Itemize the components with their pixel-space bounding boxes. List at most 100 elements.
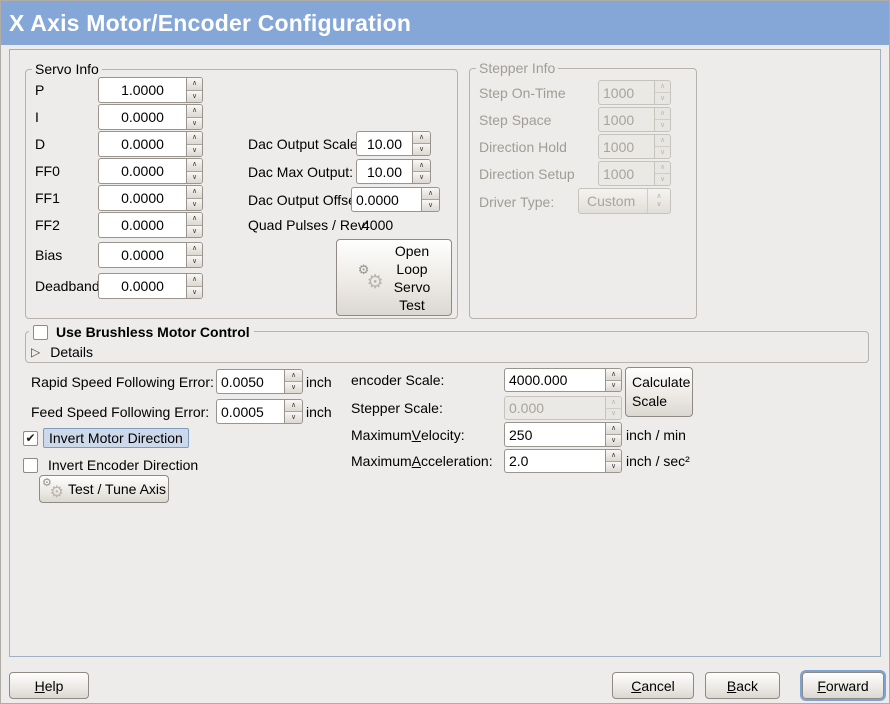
spin-down-icon[interactable]: ∨ [187, 144, 202, 156]
rapid-following-error-spin: ∧ ∨ [284, 369, 303, 394]
servo-spin-i: ∧ ∨ [186, 104, 203, 130]
invert-encoder-checkbox[interactable] [23, 457, 38, 473]
spin-up-icon[interactable]: ∧ [285, 370, 302, 382]
invert-encoder-direction-row[interactable]: Invert Encoder Direction [23, 456, 198, 474]
spin-up-icon[interactable]: ∧ [187, 132, 202, 145]
step-space-input [598, 107, 654, 132]
encoder-scale-spin: ∧ ∨ [605, 368, 622, 392]
spin-down-icon[interactable]: ∨ [285, 382, 302, 393]
max-velocity-input[interactable] [504, 422, 605, 447]
spin-up-icon[interactable]: ∧ [187, 213, 202, 226]
spin-down-icon[interactable]: ∨ [187, 90, 202, 102]
spin-up-icon[interactable]: ∧ [285, 400, 302, 412]
servo-input-d[interactable] [98, 131, 186, 157]
details-expander[interactable]: ▷ Details [31, 343, 93, 361]
driver-type-value: Custom [587, 193, 636, 209]
open-loop-servo-test-button[interactable]: ⚙ ⚙ Open Loop Servo Test [336, 239, 452, 316]
brushless-checkbox[interactable] [33, 324, 48, 340]
servo-input-ff2[interactable] [98, 212, 186, 238]
servo-input-p[interactable] [98, 77, 186, 103]
spin-up-icon[interactable]: ∧ [422, 188, 439, 200]
spin-down-icon[interactable]: ∨ [606, 461, 621, 472]
max-velocity-unit: inch / min [626, 426, 686, 443]
spin-up-icon[interactable]: ∧ [606, 369, 621, 381]
spin-down-icon: ∨ [655, 120, 670, 131]
servo-input-ff0[interactable] [98, 158, 186, 184]
step-space-spin: ∧ ∨ [654, 107, 671, 132]
rapid-following-error-unit: inch [306, 373, 332, 390]
expander-arrow-icon[interactable]: ▷ [31, 345, 41, 359]
brushless-checkbox-row[interactable]: Use Brushless Motor Control [29, 323, 254, 341]
cancel-button[interactable]: Cancel [612, 672, 694, 699]
spin-down-icon[interactable]: ∨ [187, 171, 202, 183]
spin-down-icon: ∨ [655, 174, 670, 185]
max-velocity-spin: ∧ ∨ [605, 422, 622, 447]
servo-input-i[interactable] [98, 104, 186, 130]
feed-following-error-input[interactable] [216, 399, 284, 424]
dac-max-output-label: Dac Max Output: [248, 163, 354, 180]
forward-button[interactable]: Forward [802, 672, 884, 699]
dac-output-offset-spin: ∧ ∨ [421, 187, 440, 212]
stepper-scale-label: Stepper Scale: [351, 400, 443, 416]
spin-up-icon[interactable]: ∧ [187, 274, 202, 287]
invert-motor-checkbox[interactable]: ✔ [23, 430, 38, 446]
spin-down-icon[interactable]: ∨ [187, 117, 202, 129]
help-button[interactable]: Help [9, 672, 89, 699]
spin-down-icon[interactable]: ∨ [413, 144, 430, 155]
servo-spin-ff1: ∧ ∨ [186, 185, 203, 211]
step-space-label: Step Space [479, 111, 552, 128]
dac-max-output-input[interactable] [356, 159, 412, 184]
spin-down-icon[interactable]: ∨ [606, 380, 621, 391]
dac-output-offset-input[interactable] [351, 187, 421, 212]
max-acceleration-input[interactable] [504, 449, 605, 473]
page-title: X Axis Motor/Encoder Configuration [9, 9, 412, 36]
spin-down-icon[interactable]: ∨ [422, 200, 439, 211]
brushless-frame [25, 331, 869, 363]
spin-up-icon[interactable]: ∧ [187, 78, 202, 91]
spin-down-icon[interactable]: ∨ [187, 286, 202, 298]
spin-up-icon: ∧ [655, 108, 670, 120]
spin-up-icon[interactable]: ∧ [413, 160, 430, 172]
details-label: Details [50, 344, 94, 360]
open-loop-button-label: Open Loop Servo Test [393, 242, 431, 313]
servo-input-ff1[interactable] [98, 185, 186, 211]
spin-down-icon[interactable]: ∨ [187, 225, 202, 237]
test-tune-axis-label: Test / Tune Axis [67, 481, 167, 497]
spin-up-icon[interactable]: ∧ [187, 243, 202, 256]
step-on-time-label: Step On-Time [479, 84, 566, 101]
spin-down-icon[interactable]: ∨ [285, 412, 302, 423]
invert-motor-direction-row[interactable]: ✔ Invert Motor Direction [23, 428, 189, 448]
rapid-following-error-input[interactable] [216, 369, 284, 394]
test-tune-axis-button[interactable]: ⚙ ⚙ Test / Tune Axis [39, 475, 169, 503]
spin-down-icon[interactable]: ∨ [413, 172, 430, 183]
back-button[interactable]: Back [705, 672, 780, 699]
spin-down-icon[interactable]: ∨ [187, 198, 202, 210]
spin-up-icon[interactable]: ∧ [187, 159, 202, 172]
invert-motor-label: Invert Motor Direction [43, 428, 189, 448]
feed-following-error-label: Feed Speed Following Error: [31, 403, 210, 420]
spin-down-icon[interactable]: ∨ [187, 255, 202, 267]
servo-spin-ff0: ∧ ∨ [186, 158, 203, 184]
calculate-scale-button[interactable]: Calculate Scale [625, 367, 693, 417]
dac-output-offset-label: Dac Output Offset: [248, 191, 364, 208]
spin-up-icon[interactable]: ∧ [413, 132, 430, 144]
spin-up-icon[interactable]: ∧ [187, 105, 202, 118]
quad-pulses-label: Quad Pulses / Rev: [248, 217, 369, 233]
feed-following-error-unit: inch [306, 403, 332, 420]
servo-label-ff2: FF2 [35, 217, 60, 233]
encoder-scale-label: encoder Scale: [351, 372, 445, 388]
dac-output-scale-input[interactable] [356, 131, 412, 156]
encoder-scale-input[interactable] [504, 368, 605, 392]
servo-input-deadband[interactable] [98, 273, 186, 299]
direction-hold-spin: ∧ ∨ [654, 134, 671, 159]
servo-input-bias[interactable] [98, 242, 186, 268]
spin-up-icon[interactable]: ∧ [187, 186, 202, 199]
spin-up-icon[interactable]: ∧ [606, 423, 621, 435]
rapid-following-error-label: Rapid Speed Following Error: [31, 373, 214, 390]
spin-up-icon[interactable]: ∧ [606, 450, 621, 462]
spin-down-icon: ∨ [655, 93, 670, 104]
servo-label-ff0: FF0 [35, 163, 60, 179]
spin-down-icon[interactable]: ∨ [606, 435, 621, 446]
